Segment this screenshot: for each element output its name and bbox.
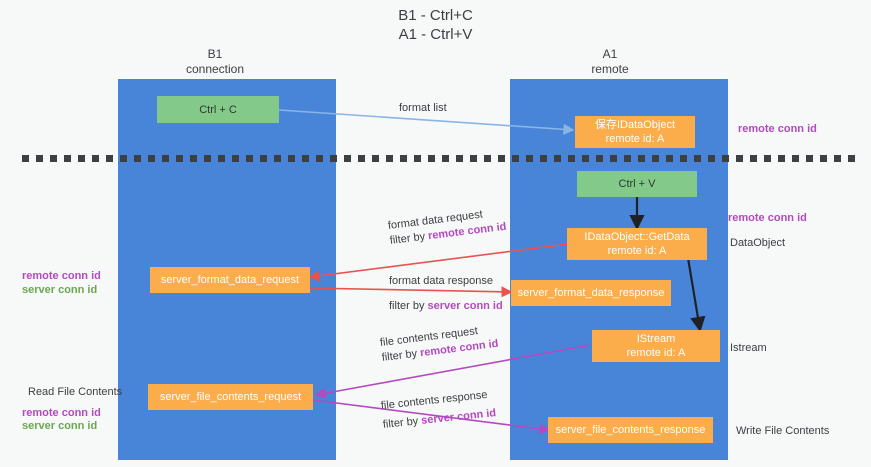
- flow-label-format-data-response-line1: format data response: [389, 275, 493, 287]
- column-header-a1-role: remote: [591, 62, 629, 76]
- annotation-read-file-contents: Read File Contents: [28, 386, 123, 398]
- box-server-file-contents-response[interactable]: server_file_contents_response: [548, 417, 713, 443]
- box-save-idataobject-line2: remote id: A: [605, 133, 665, 145]
- annotation-dataobject: DataObject: [730, 237, 786, 249]
- flow-label-format-data-response-key: server conn id: [427, 300, 503, 312]
- box-idataobject-getdata-line2: remote id: A: [607, 245, 667, 257]
- box-server-format-data-response[interactable]: server_format_data_response: [511, 280, 671, 306]
- page-title-line2: A1 - Ctrl+V: [398, 26, 473, 43]
- flow-label-format-list-text: format list: [399, 102, 447, 114]
- arrow-file-contents-request: [314, 344, 591, 399]
- flow-label-file-contents-request-prefix: filter by: [381, 347, 421, 364]
- flow-label-format-list: format list: [399, 101, 447, 116]
- arrow-file-contents-response: [312, 399, 551, 435]
- box-server-format-data-request-label: server_format_data_request: [160, 274, 300, 286]
- flow-label-format-data-response-prefix: filter by: [389, 300, 428, 312]
- box-server-file-contents-response-label: server_file_contents_response: [555, 424, 706, 436]
- annotation-write-file-contents: Write File Contents: [736, 425, 830, 437]
- page-title-line1: B1 - Ctrl+C: [398, 7, 473, 24]
- box-istream[interactable]: IStream remote id: A: [592, 330, 720, 362]
- box-istream-line2: remote id: A: [626, 347, 686, 359]
- box-server-file-contents-request[interactable]: server_file_contents_request: [148, 384, 313, 410]
- flow-label-file-contents-response-prefix: filter by: [382, 414, 422, 431]
- divider-dashed-line: [22, 155, 860, 162]
- arrow-getdata-to-istream: [686, 257, 706, 333]
- page-title: B1 - Ctrl+C A1 - Ctrl+V: [0, 6, 871, 44]
- annotation-server-conn-id-bottom-left: server conn id: [22, 420, 98, 432]
- box-idataobject-getdata[interactable]: IDataObject::GetData remote id: A: [567, 228, 707, 260]
- box-ctrl-c-label: Ctrl + C: [199, 103, 237, 116]
- column-header-a1: A1 remote: [510, 47, 710, 77]
- box-save-idataobject[interactable]: 保存IDataObject remote id: A: [575, 116, 695, 148]
- box-ctrl-v[interactable]: Ctrl + V: [577, 171, 697, 197]
- flow-label-format-data-request-prefix: filter by: [389, 230, 429, 247]
- box-server-format-data-response-label: server_format_data_response: [517, 287, 665, 299]
- annotation-istream: Istream: [730, 342, 767, 354]
- box-ctrl-v-label: Ctrl + V: [618, 178, 656, 190]
- annotation-remote-conn-id-top-right: remote conn id: [738, 123, 817, 135]
- annotation-remote-conn-id-mid-right: remote conn id: [728, 212, 807, 224]
- arrow-format-data-request: [308, 242, 577, 282]
- box-istream-line1: IStream: [636, 333, 676, 345]
- annotation-remote-conn-id-mid-left: remote conn id: [22, 270, 101, 282]
- box-idataobject-getdata-line1: IDataObject::GetData: [584, 231, 690, 243]
- flow-label-format-data-response-line2: filter by server conn id: [389, 299, 503, 314]
- box-ctrl-c[interactable]: Ctrl + C: [157, 96, 279, 123]
- column-header-b1-role: connection: [185, 62, 245, 76]
- box-server-format-data-request[interactable]: server_format_data_request: [150, 267, 310, 293]
- box-server-file-contents-request-label: server_file_contents_request: [159, 391, 302, 403]
- annotation-remote-conn-id-bottom-left: remote conn id: [22, 407, 101, 419]
- column-header-b1-name: B1: [207, 47, 223, 61]
- column-header-a1-name: A1: [602, 47, 618, 61]
- flow-label-format-data-response: format data response filter by server co…: [389, 274, 503, 314]
- column-header-b1: B1 connection: [115, 47, 315, 77]
- arrow-format-list: [278, 109, 575, 135]
- arrow-format-data-response: [306, 286, 513, 298]
- box-save-idataobject-line1: 保存IDataObject: [594, 119, 676, 131]
- annotation-server-conn-id-mid-left: server conn id: [22, 284, 98, 296]
